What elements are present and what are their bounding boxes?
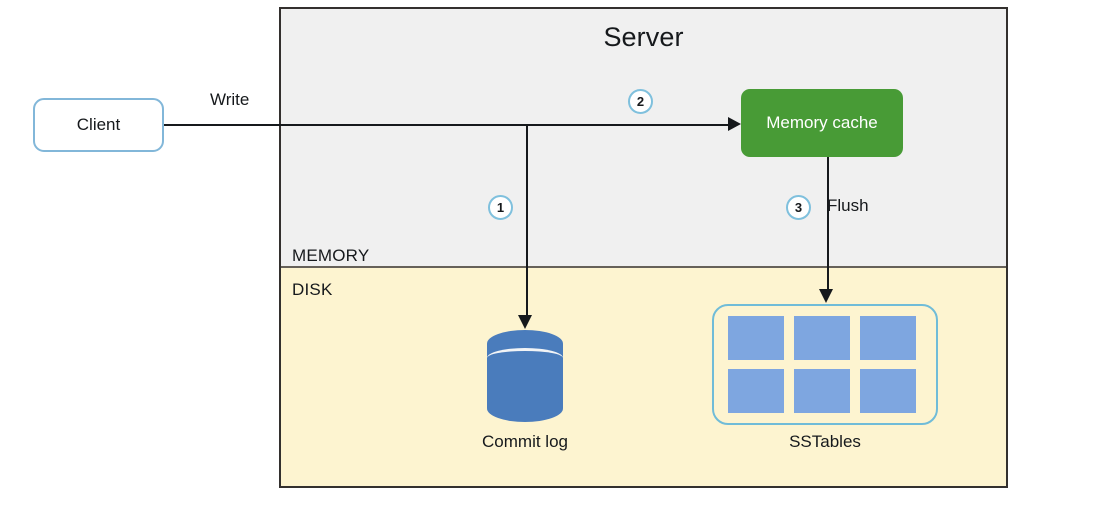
sstable-cell [860,369,916,413]
memory-cache-node[interactable]: Memory cache [741,89,903,157]
flush-arrowhead-icon [819,289,833,303]
step-badge-3-number: 3 [794,200,803,215]
sstable-cell [794,316,850,360]
step-badge-1-number: 1 [496,200,505,215]
server-title: Server [603,22,684,52]
sstables-group[interactable] [712,304,938,425]
client-node-label: Client [76,115,121,134]
commit-log-arrowhead-icon [518,315,532,329]
memory-cache-node-label: Memory cache [766,113,878,132]
sstables-label: SSTables [789,432,861,451]
cylinder-bottom-ellipse [487,395,563,422]
disk-region-label: DISK [292,280,333,299]
step-badge-3: 3 [786,195,811,220]
step-badge-1: 1 [488,195,513,220]
sstable-cell [728,369,784,413]
step-badge-2-number: 2 [636,94,645,109]
client-node[interactable]: Client [33,98,164,152]
write-connector-line [164,124,730,126]
write-arrowhead-icon [728,117,741,131]
memory-region-label: MEMORY [292,246,370,265]
commit-log-cylinder-icon[interactable] [487,330,563,422]
sstable-cell [794,369,850,413]
cylinder-rim-line [487,348,563,368]
sstable-cell [728,316,784,360]
sstable-cell [860,316,916,360]
step-badge-2: 2 [628,89,653,114]
commit-log-connector-line [526,124,528,317]
sstables-grid [728,316,924,413]
flush-edge-label: Flush [827,196,869,215]
write-edge-label: Write [210,90,250,109]
commit-log-label: Commit log [482,432,568,451]
flush-connector-line [827,157,829,291]
